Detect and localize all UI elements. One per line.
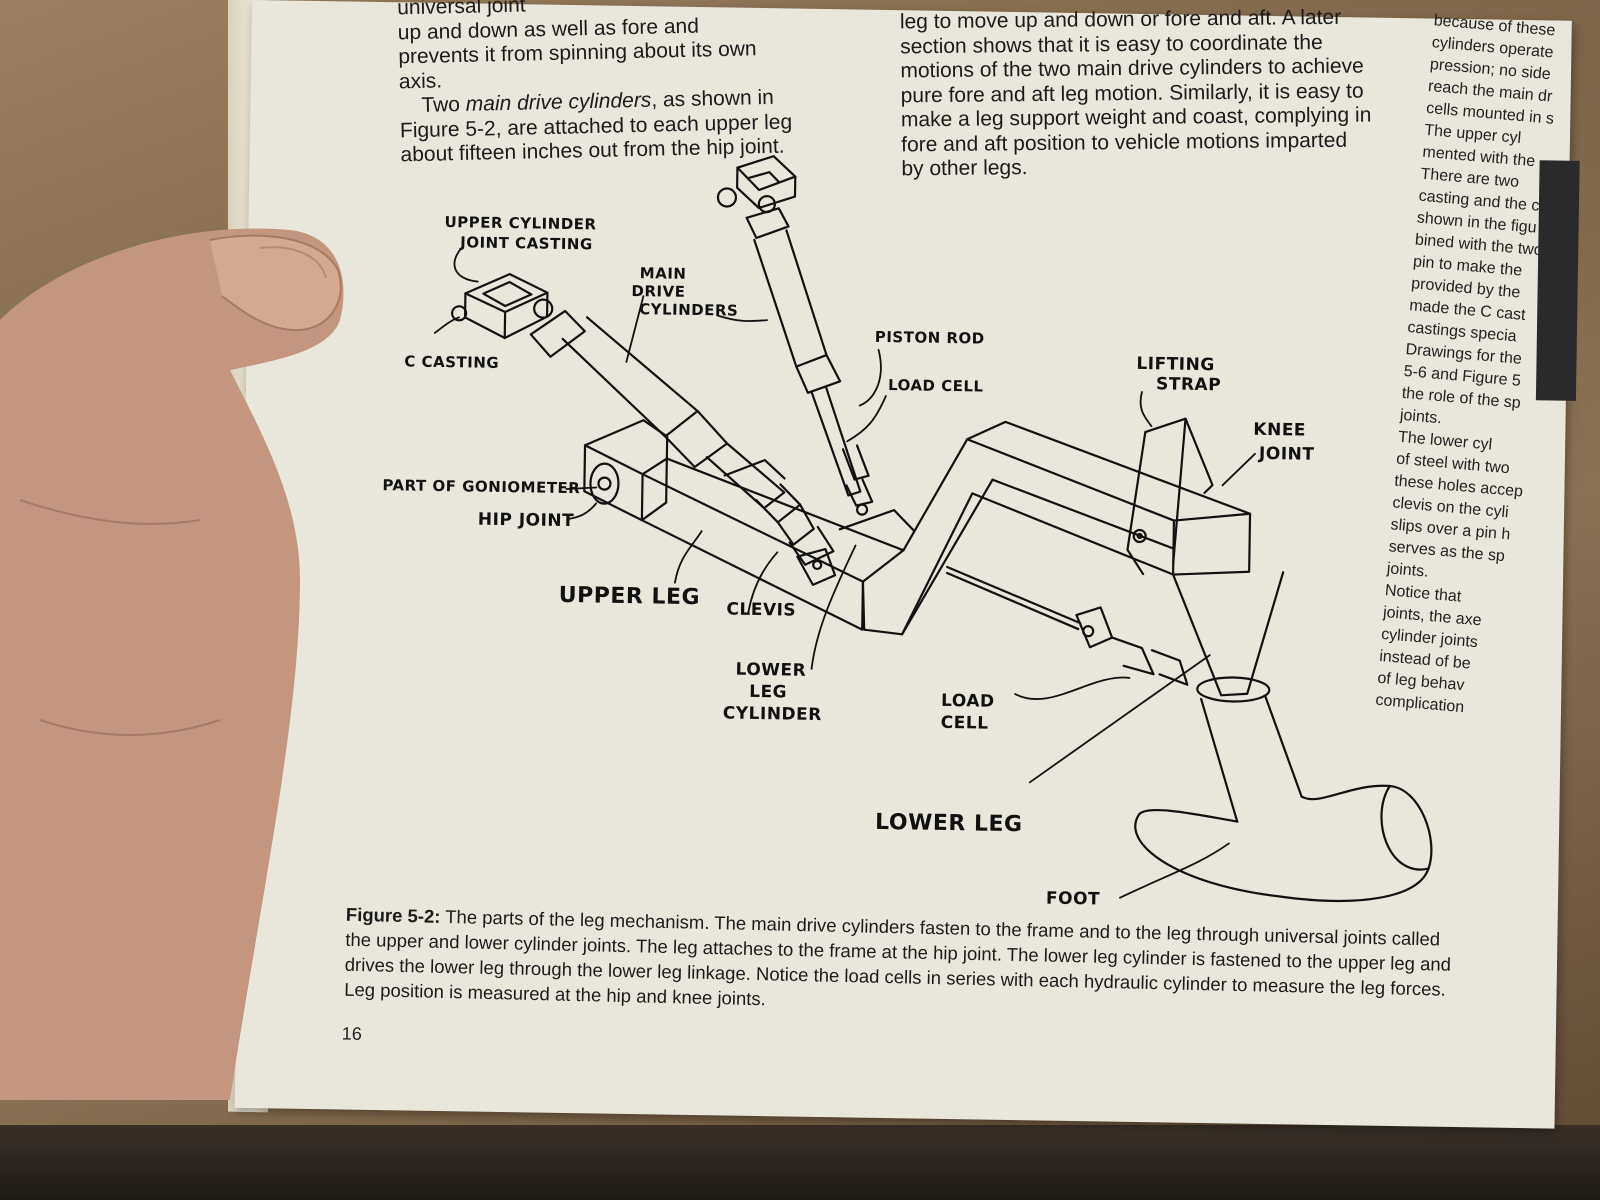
label-lifting: LIFTING [1136,353,1215,376]
knee-frame [861,420,1252,636]
label-upper-cylinder-1: UPPER CYLINDER [444,213,597,234]
label-knee: KNEE [1253,419,1307,441]
label-load-cell-upper: LOAD CELL [887,376,984,396]
clevis-part [796,547,837,586]
label-load: LOAD [940,690,995,712]
lower-leg-cylinder [945,565,1189,686]
lifting-strap [1126,417,1214,576]
hip-joint-block [583,419,669,522]
label-lower-2: LEG [749,681,788,703]
label-main-3: CYLINDERS [639,300,739,320]
label-upper-cylinder-2: JOINT CASTING [460,233,593,254]
label-lower-leg: LOWER LEG [874,809,1023,838]
label-main-2: DRIVE [631,281,686,301]
right-main-drive-cylinder [716,155,874,516]
lower-leg-and-foot [1134,571,1433,902]
label-lower-1: LOWER [735,659,807,681]
label-cell: CELL [940,712,989,734]
book-page: universal joint up and down as well as f… [234,0,1580,1129]
label-c-casting: C CASTING [404,352,500,372]
label-joint: JOINT [1258,443,1315,465]
label-hip-joint: HIP JOINT [477,509,575,532]
label-upper-leg: UPPER LEG [558,582,701,611]
upper-cylinder-joint-casting [451,272,549,340]
label-goniometer: PART OF GONIOMETER [382,476,581,498]
label-lower-3: CYLINDER [722,703,822,726]
label-main-1: MAIN [639,264,687,283]
leg-mechanism-drawing [433,155,1433,902]
label-piston-rod: PISTON ROD [874,327,985,348]
label-foot: FOOT [1045,888,1101,910]
label-clevis: CLEVIS [726,599,797,621]
label-strap: STRAP [1155,374,1222,396]
leader-lines [433,246,1256,899]
floor-background [0,1125,1600,1200]
hand-thumb [0,228,344,1100]
